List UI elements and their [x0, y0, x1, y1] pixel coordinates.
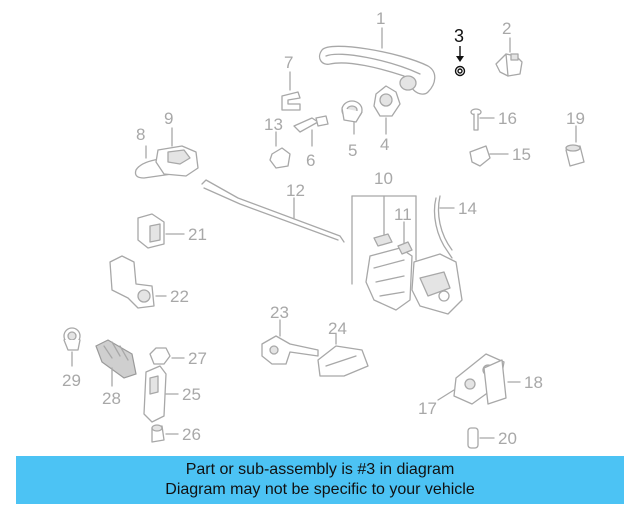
callout-22: 22 [170, 287, 189, 306]
callout-28: 28 [102, 389, 121, 408]
part-1-outside-handle[interactable]: 1 [318, 9, 436, 95]
info-banner: Part or sub-assembly is #3 in diagram Di… [16, 456, 624, 504]
callout-3: 3 [454, 26, 464, 46]
part-15-grommet[interactable]: 15 [469, 145, 531, 167]
callout-2: 2 [502, 19, 511, 38]
callout-11: 11 [394, 205, 412, 224]
callout-20: 20 [498, 429, 517, 448]
part-20-pad[interactable]: 20 [467, 427, 517, 449]
callout-7: 7 [284, 53, 293, 72]
part-12-control-rod[interactable]: 12 [201, 179, 345, 243]
banner-line-2: Diagram may not be specific to your vehi… [165, 481, 475, 498]
callout-1: 1 [376, 9, 385, 28]
part-6-rod-clip[interactable]: 6 [293, 115, 329, 170]
callout-4: 4 [380, 135, 389, 154]
part-25-guide[interactable]: 25 [143, 365, 201, 423]
callout-6: 6 [306, 151, 315, 170]
part-19-bumper[interactable]: 19 [565, 109, 585, 167]
part-9-handle-housing[interactable]: 9 [155, 109, 199, 177]
callout-12: 12 [286, 181, 305, 200]
callout-23: 23 [270, 303, 289, 322]
callout-9: 9 [164, 109, 173, 128]
part-29-grommet[interactable]: 29 [62, 327, 81, 390]
part-26-bolt[interactable]: 26 [151, 424, 201, 444]
part-7-retainer-clip[interactable]: 7 [281, 53, 301, 111]
callout-16: 16 [498, 109, 517, 128]
callout-24: 24 [328, 319, 347, 338]
callout-8: 8 [136, 125, 145, 144]
callout-21: 21 [188, 225, 207, 244]
part-10-latch-assembly[interactable]: 10 [351, 169, 463, 315]
part-5-bushing[interactable]: 5 [341, 100, 363, 160]
banner-line-1: Part or sub-assembly is #3 in diagram [185, 461, 455, 478]
part-14-cable[interactable]: 14 [433, 195, 477, 259]
callout-13: 13 [264, 115, 283, 134]
part-3-highlighted-washer[interactable]: 3 [454, 26, 466, 77]
callout-14: 14 [458, 199, 477, 218]
callout-26: 26 [182, 425, 201, 444]
part-18-striker-plate[interactable]: 18 [483, 359, 543, 405]
callout-18: 18 [524, 373, 543, 392]
part-24-check-strap[interactable]: 24 [317, 319, 369, 377]
part-11-actuator-clip[interactable]: 11 [394, 205, 413, 255]
part-22-hinge-bracket[interactable]: 22 [109, 255, 189, 309]
part-4-handle-bracket[interactable]: 4 [373, 85, 401, 154]
part-27-nut[interactable]: 27 [149, 347, 207, 368]
callout-29: 29 [62, 371, 81, 390]
callout-19: 19 [566, 109, 585, 128]
part-23-hinge[interactable]: 23 [261, 303, 319, 365]
part-28-boot-seal[interactable]: 28 [95, 339, 137, 408]
callout-10: 10 [374, 169, 393, 188]
callout-15: 15 [512, 145, 531, 164]
exploded-parts-diagram: 1 2 3 4 5 6 7 [62, 9, 585, 449]
part-13-clip[interactable]: 13 [264, 115, 291, 169]
callout-27: 27 [188, 349, 207, 368]
callout-5: 5 [348, 141, 357, 160]
callout-17: 17 [418, 399, 437, 418]
part-16-screw[interactable]: 16 [470, 108, 517, 131]
callout-25: 25 [182, 385, 201, 404]
part-2-lock-cylinder[interactable]: 2 [495, 19, 523, 77]
part-21-bracket[interactable]: 21 [137, 213, 207, 249]
